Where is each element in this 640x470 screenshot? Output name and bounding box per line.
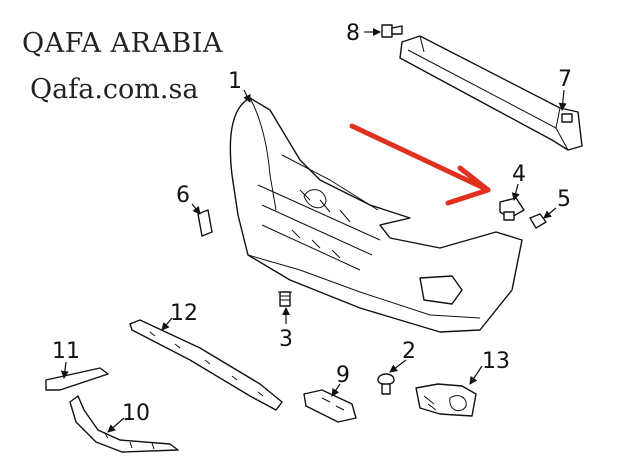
part-bumper-cover — [229, 97, 523, 333]
highlight-arrow — [349, 123, 491, 206]
leader-2 — [389, 359, 407, 373]
part-lower-bracket — [303, 389, 357, 423]
leader-6 — [191, 203, 201, 215]
part-lower-molding — [129, 319, 283, 411]
part-push-clip — [278, 291, 292, 307]
callout-7: 7 — [558, 67, 572, 92]
leader-4 — [511, 183, 520, 201]
part-fog-lamp-bezel — [415, 383, 477, 417]
callout-1: 1 — [228, 69, 242, 94]
part-trim-strip — [45, 367, 109, 391]
leader-7 — [558, 89, 567, 111]
callout-10: 10 — [122, 401, 150, 426]
part-fastener — [499, 197, 525, 221]
part-screw — [529, 213, 547, 229]
callout-11: 11 — [52, 339, 80, 364]
callout-2: 2 — [402, 339, 416, 364]
callout-4: 4 — [512, 162, 526, 187]
brand-name: QAFA ARABIA — [22, 28, 223, 59]
callout-12: 12 — [170, 301, 198, 326]
leader-9 — [331, 383, 341, 397]
part-curved-garnish — [69, 395, 179, 453]
callout-3: 3 — [279, 327, 293, 352]
callout-13: 13 — [482, 349, 510, 374]
leader-5 — [543, 207, 557, 219]
callout-8: 8 — [346, 21, 360, 46]
leader-11 — [60, 361, 69, 379]
part-reinforcement-beam — [399, 35, 583, 151]
part-retainer-clip — [377, 373, 395, 395]
brand-website: Qafa.com.sa — [30, 74, 199, 105]
leader-12 — [161, 317, 173, 331]
leader-1 — [243, 89, 251, 103]
callout-9: 9 — [336, 363, 350, 388]
leader-10 — [107, 417, 125, 433]
leader-13 — [469, 365, 483, 385]
callout-6: 6 — [176, 183, 190, 208]
part-side-bracket — [197, 209, 213, 237]
part-bolt — [381, 24, 403, 38]
callout-5: 5 — [557, 187, 571, 212]
